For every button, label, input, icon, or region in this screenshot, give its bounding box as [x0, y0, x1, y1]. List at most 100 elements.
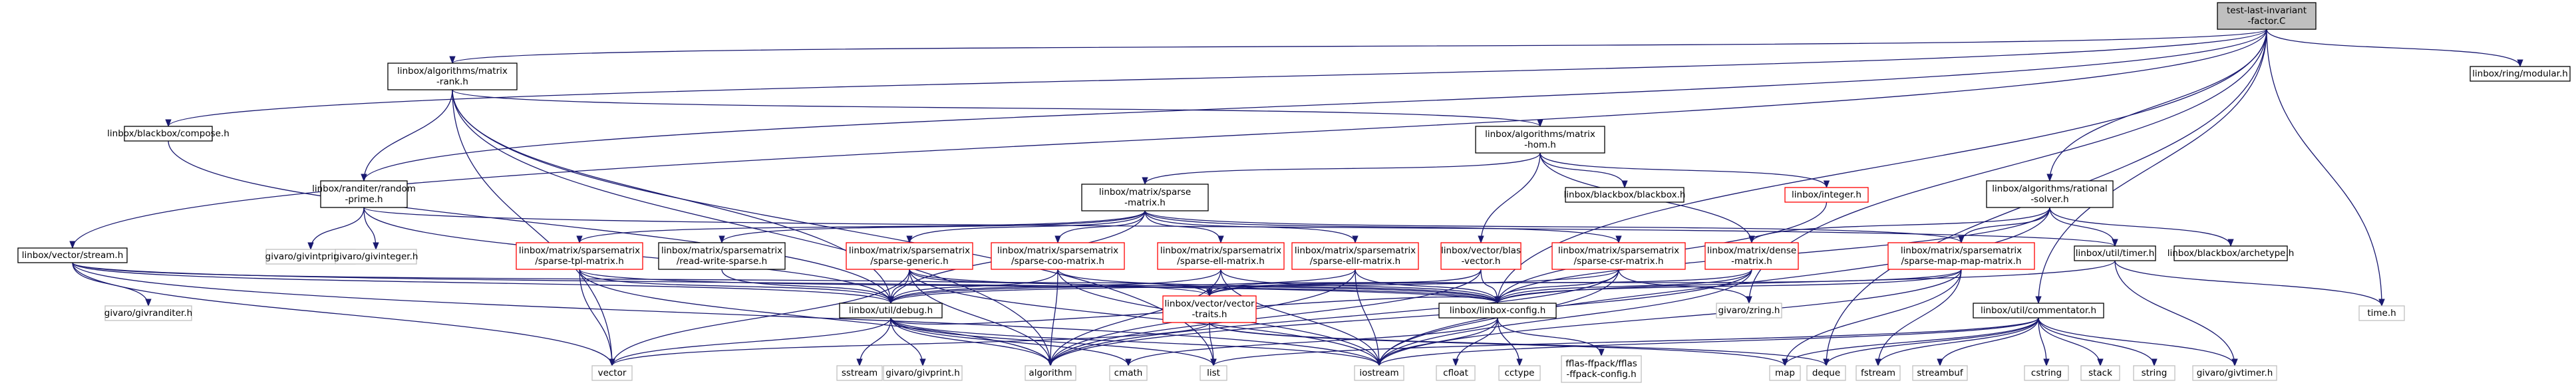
- node-sparse[interactable]: linbox/matrix/sparse-matrix.h: [1081, 184, 1209, 211]
- edge-rationalsolver-to-mapmap: [1958, 207, 2050, 244]
- node-label: test-last-invariant: [2227, 5, 2307, 16]
- edge-root-to-randomprime: [361, 29, 2267, 182]
- node-ell[interactable]: linbox/matrix/sparsematrix/sparse-ell-ma…: [1157, 242, 1285, 270]
- node-commentator[interactable]: linbox/util/commentator.h: [1973, 303, 2104, 319]
- node-label: linbox/blackbox/archetype.h: [2168, 248, 2295, 259]
- node-box: [658, 242, 786, 270]
- node-label: linbox/algorithms/matrix: [397, 66, 508, 76]
- node-debug[interactable]: linbox/util/debug.h: [839, 303, 943, 319]
- node-rws[interactable]: linbox/matrix/sparsematrix/read-write-sp…: [658, 242, 786, 270]
- node-cfloat: cfloat: [1436, 365, 1476, 381]
- include-edge: [609, 322, 1210, 367]
- node-label: linbox/util/timer.h: [2076, 248, 2155, 259]
- include-edge: [1142, 152, 1541, 186]
- include-edge: [1748, 207, 2050, 244]
- edge-traits-to-deque: [1209, 322, 1830, 367]
- include-edge: [890, 317, 1217, 367]
- node-label: /read-write-sparse.h: [677, 256, 767, 267]
- node-mapmap[interactable]: linbox/matrix/sparsematrix/sparse-map-ma…: [1887, 242, 2035, 270]
- node-compose[interactable]: linbox/blackbox/compose.h: [107, 126, 230, 142]
- include-edge: [1494, 260, 2116, 305]
- node-traits[interactable]: linbox/vector/vector-traits.h: [1162, 295, 1257, 323]
- edge-ellr-to-config: [1355, 269, 1501, 305]
- include-edge: [1376, 269, 1752, 367]
- node-box: [2080, 365, 2120, 381]
- edge-config-to-cmath: [1125, 317, 1498, 367]
- node-archetype[interactable]: linbox/blackbox/archetype.h: [2168, 245, 2295, 261]
- node-box: [1704, 242, 1799, 270]
- node-modular[interactable]: linbox/ring/modular.h: [2470, 66, 2571, 82]
- edge-debug-to-algorithm: [890, 317, 1054, 367]
- node-box: [1769, 365, 1801, 381]
- include-edge: [1823, 317, 2039, 367]
- node-fstream: fstream: [1855, 365, 1901, 381]
- edge-sparse-to-generic: [906, 210, 1146, 244]
- node-label: /sparse-map-map-matrix.h: [1901, 256, 2022, 267]
- edge-sparse-to-ell: [1144, 210, 1224, 244]
- include-edge: [1220, 269, 1501, 305]
- node-dense[interactable]: linbox/matrix/dense-matrix.h: [1704, 242, 1799, 270]
- node-box: [883, 365, 963, 381]
- include-edge: [168, 140, 894, 305]
- edge-root-to-rank: [450, 29, 2267, 65]
- edge-dense-to-config: [1494, 269, 1752, 305]
- include-edge: [307, 207, 365, 251]
- node-label: cmath: [1114, 368, 1143, 378]
- include-edge: [909, 269, 1054, 367]
- edge-hom-to-sparse: [1142, 152, 1541, 186]
- edge-dense-to-algorithm: [1047, 269, 1752, 367]
- node-label: -hom.h: [1524, 140, 1556, 150]
- edge-generic-to-traits: [909, 269, 1213, 297]
- node-label: -prime.h: [345, 194, 383, 205]
- node-csr[interactable]: linbox/matrix/sparsematrix/sparse-csr-ma…: [1551, 242, 1686, 270]
- include-edge: [887, 269, 1058, 305]
- node-stream[interactable]: linbox/vector/stream.h: [17, 247, 128, 263]
- edge-commentator-to-iostream: [1376, 317, 2039, 367]
- node-label: givaro/givranditer.h: [104, 308, 192, 319]
- node-label: linbox/integer.h: [1792, 190, 1861, 200]
- node-ellr[interactable]: linbox/matrix/sparsematrix/sparse-ellr-m…: [1291, 242, 1419, 270]
- include-edge: [1047, 269, 1482, 367]
- node-root[interactable]: test-last-invariant-factor.C: [2217, 2, 2317, 30]
- include-edge: [2114, 260, 2238, 367]
- node-blas[interactable]: linbox/vector/blas-vector.h: [1440, 242, 1522, 270]
- node-bb_blackbox[interactable]: linbox/blackbox/blackbox.h: [1564, 187, 1686, 203]
- node-label: linbox/vector/vector: [1164, 299, 1255, 309]
- node-box: [1565, 187, 1685, 203]
- node-box: [2217, 2, 2317, 30]
- node-integer[interactable]: linbox/integer.h: [1784, 187, 1869, 203]
- node-givtimer: givaro/givtimer.h: [2192, 365, 2277, 381]
- node-rank[interactable]: linbox/algorithms/matrix-rank.h: [387, 63, 518, 90]
- include-edge: [72, 262, 1501, 305]
- node-config[interactable]: linbox/linbox-config.h: [1438, 303, 1557, 319]
- edge-generic-to-iostream: [909, 269, 1382, 367]
- node-label: list: [1207, 368, 1220, 378]
- edge-rank-to-randomprime: [361, 89, 453, 182]
- include-edge: [1144, 210, 1622, 244]
- node-rationalsolver[interactable]: linbox/algorithms/rational-solver.h: [1986, 180, 2114, 208]
- edge-hom-to-bb_blackbox: [1539, 152, 1628, 189]
- node-tpl[interactable]: linbox/matrix/sparsematrix/sparse-tpl-ma…: [516, 242, 643, 270]
- node-label: -ffpack-config.h: [1566, 369, 1636, 380]
- node-hom[interactable]: linbox/algorithms/matrix-hom.h: [1475, 126, 1605, 154]
- node-randomprime[interactable]: linbox/randiter/random-prime.h: [312, 180, 416, 208]
- node-box: [1438, 303, 1557, 319]
- node-list: list: [1200, 365, 1227, 381]
- node-box: [516, 242, 643, 270]
- include-edge: [1209, 322, 1830, 367]
- node-generic[interactable]: linbox/matrix/sparsematrix/sparse-generi…: [846, 242, 973, 270]
- node-coo[interactable]: linbox/matrix/sparsematrix/sparse-coo-ma…: [991, 242, 1125, 270]
- include-edge: [450, 29, 2267, 65]
- edge-commentator-to-string: [2038, 317, 2158, 367]
- node-string: string: [2133, 365, 2175, 381]
- include-edge: [72, 262, 615, 367]
- node-box: [1912, 365, 1968, 381]
- node-timer[interactable]: linbox/util/timer.h: [2074, 245, 2156, 261]
- include-edge: [906, 210, 1146, 244]
- edge-rationalsolver-to-timer: [2049, 207, 2118, 247]
- edge-ell-to-debug: [887, 269, 1221, 305]
- node-label: linbox/util/debug.h: [849, 305, 933, 316]
- include-edge: [2049, 207, 2118, 247]
- include-edge: [2035, 29, 2267, 305]
- node-label: givaro/givintprime.h: [265, 251, 357, 262]
